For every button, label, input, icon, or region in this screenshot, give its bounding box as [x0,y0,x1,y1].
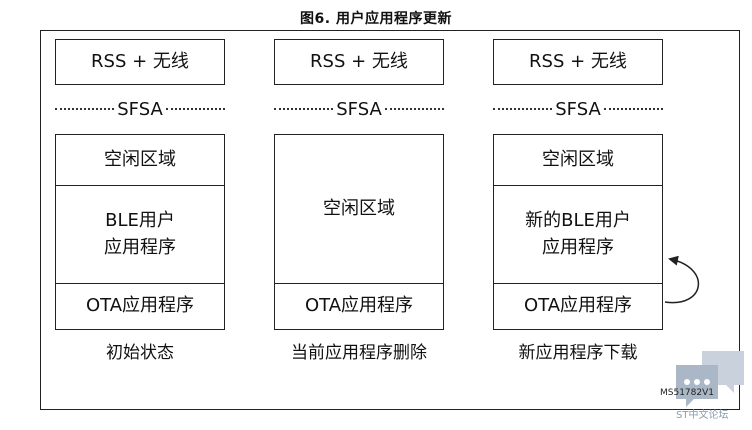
ble-user-app-cell: BLE用户 应用程序 [56,185,224,283]
ota-app-cell: OTA应用程序 [494,283,662,329]
rss-wireless-box-initial: RSS + 无线 [55,39,225,85]
free-area-cell: 空闲区域 [323,197,395,219]
watermark-text: ST中文论坛 [676,410,729,421]
sfsa-divider-erased: SFSA [274,97,445,121]
rss-wireless-box-download: RSS + 无线 [493,39,663,85]
flash-stack-download: 空闲区域 新的BLE用户 应用程序 OTA应用程序 [493,134,663,330]
rss-wireless-label: RSS + 无线 [91,50,189,72]
ota-to-app-arrow [664,255,699,304]
sfsa-label: SFSA [117,98,163,120]
caption-app-erased: 当前应用程序删除 [291,343,427,363]
rss-wireless-label: RSS + 无线 [310,50,408,72]
caption-initial-state: 初始状态 [106,343,174,363]
figure-code: MS51782V1 [660,388,714,398]
caption-new-app-download: 新应用程序下载 [518,343,638,363]
figure-title: 图6. 用户应用程序更新 [300,11,452,27]
ota-app-cell: OTA应用程序 [56,283,224,329]
sfsa-divider-initial: SFSA [55,97,226,121]
new-ble-user-app-cell: 新的BLE用户 应用程序 [494,185,662,283]
ota-app-cell: OTA应用程序 [275,283,443,329]
rss-wireless-label: RSS + 无线 [529,50,627,72]
forum-watermark-icon [676,351,744,407]
flash-stack-initial: 空闲区域 BLE用户 应用程序 OTA应用程序 [55,134,225,330]
sfsa-divider-download: SFSA [493,97,664,121]
free-area-cell: 空闲区域 [542,148,614,170]
flash-stack-erased: 空闲区域 OTA应用程序 [274,134,444,330]
sfsa-label: SFSA [336,98,382,120]
free-area-cell: 空闲区域 [104,148,176,170]
diagram-frame [40,30,740,410]
sfsa-label: SFSA [555,98,601,120]
rss-wireless-box-erased: RSS + 无线 [274,39,444,85]
